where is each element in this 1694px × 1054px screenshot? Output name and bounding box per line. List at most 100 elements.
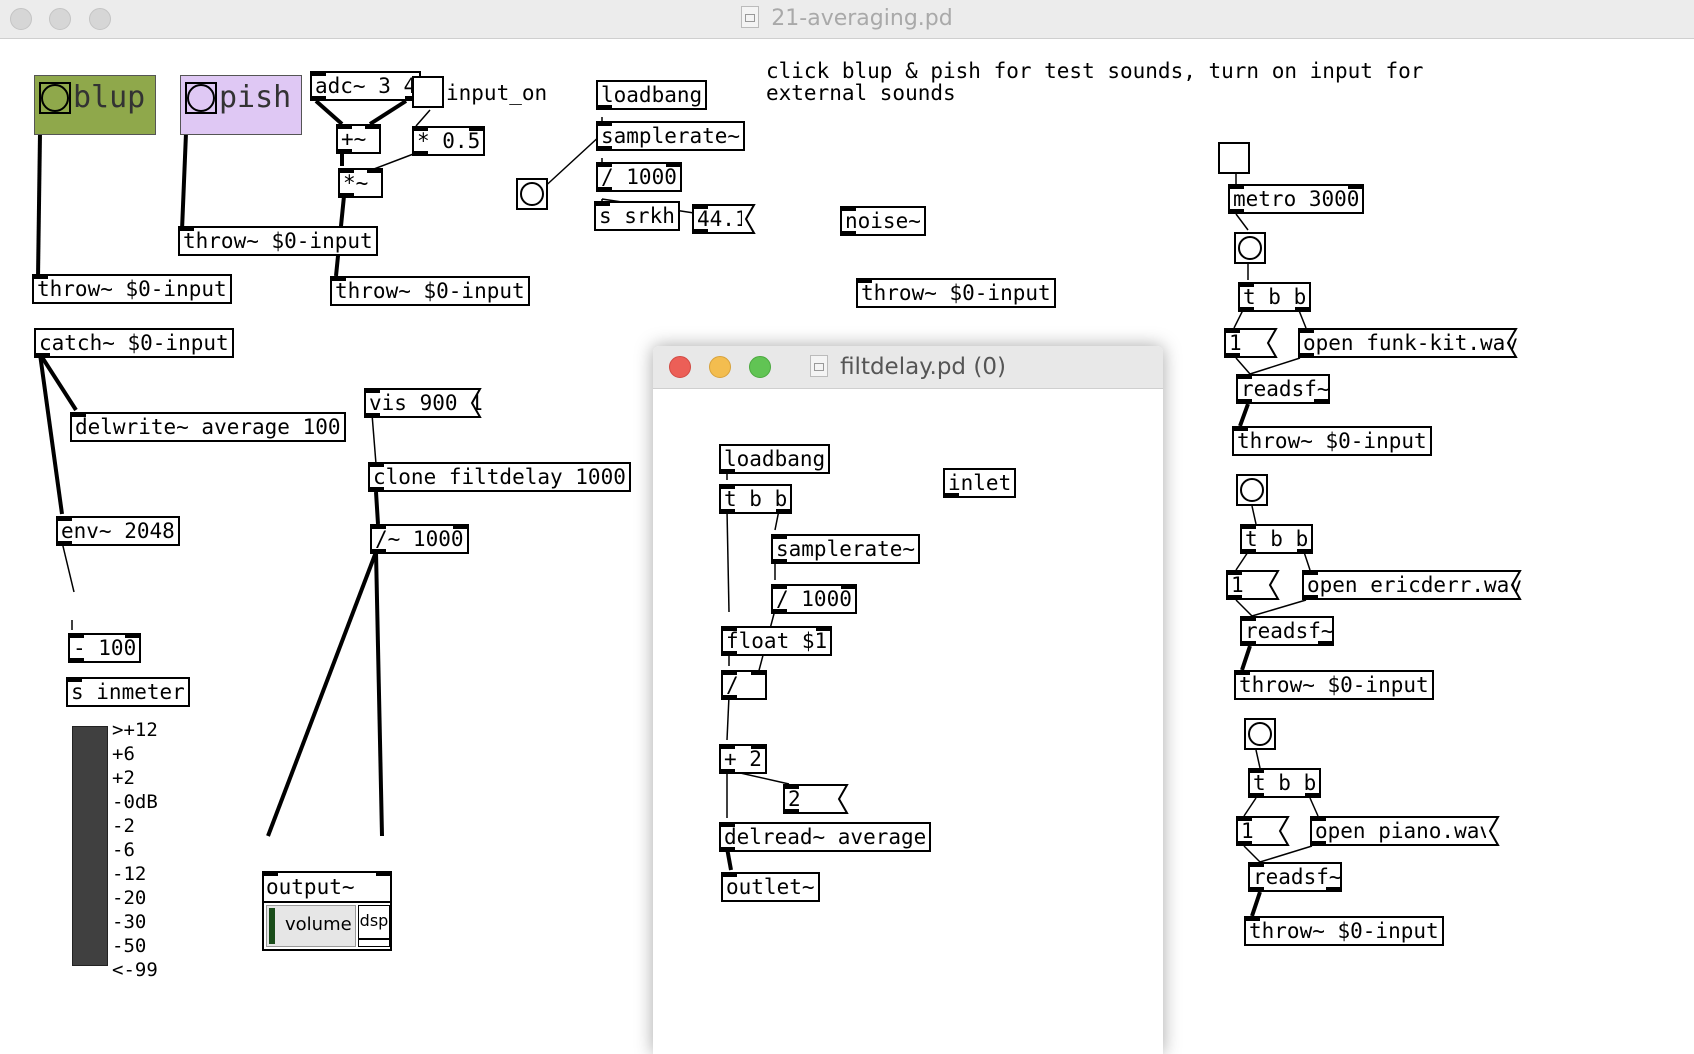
send-inmeter-object[interactable]: s inmeter	[66, 677, 190, 707]
minimize-window-button[interactable]	[49, 8, 71, 30]
output-abstraction[interactable]: output~ volume dsp	[262, 871, 392, 951]
throw-readsf-3-object[interactable]: throw~ $0-input	[1244, 916, 1444, 946]
samplerate-object[interactable]: samplerate~	[596, 121, 746, 151]
metro-toggle[interactable]	[1218, 142, 1250, 174]
noise-object[interactable]: noise~	[840, 206, 926, 236]
clone-object[interactable]: clone filtdelay 1000	[368, 462, 631, 492]
window-title: 21-averaging.pd	[0, 6, 1694, 31]
samplerate-bang[interactable]	[516, 178, 548, 210]
subpatch-title-bar[interactable]: filtdelay.pd (0)	[653, 346, 1163, 389]
loadbang-object[interactable]: loadbang	[596, 80, 708, 110]
send-inmeter-label: s inmeter	[71, 680, 185, 704]
clone-label: clone filtdelay 1000	[373, 465, 626, 489]
throw-pish-object[interactable]: throw~ $0-input	[178, 226, 378, 256]
one-message-2[interactable]: 1	[1226, 570, 1280, 600]
open-ericderr-message[interactable]: open ericderr.wav	[1302, 570, 1522, 600]
pish-label: pish	[219, 80, 292, 115]
sub-samplerate-object[interactable]: samplerate~	[771, 534, 921, 564]
sub-trigger-object[interactable]: t b b	[719, 484, 793, 514]
minus-100-object[interactable]: - 100	[68, 633, 142, 663]
throw-readsf-2-label: throw~ $0-input	[1239, 673, 1429, 697]
throw-blup-object[interactable]: throw~ $0-input	[32, 274, 232, 304]
subpatch-title: filtdelay.pd (0)	[653, 354, 1163, 380]
input-on-toggle[interactable]	[412, 76, 444, 108]
open-piano-message[interactable]: open piano.wav	[1310, 816, 1500, 846]
plus-sig-object[interactable]: +~	[336, 124, 381, 154]
throw-noise-object[interactable]: throw~ $0-input	[856, 278, 1056, 308]
subpatch-close-button[interactable]	[669, 356, 691, 378]
ericderr-bang[interactable]	[1236, 474, 1268, 506]
pish-canvas[interactable]: pish	[180, 75, 302, 135]
sub-div-1000-object[interactable]: / 1000	[771, 584, 857, 614]
readsf-1-object[interactable]: readsf~	[1236, 374, 1330, 404]
times-sig-object[interactable]: *~	[338, 168, 383, 198]
sub-trigger-label: t b b	[724, 487, 788, 511]
adc-label: adc~ 3 4	[315, 74, 417, 98]
open-funk-kit-message[interactable]: open funk-kit.wav	[1298, 328, 1518, 358]
throw-readsf-2-object[interactable]: throw~ $0-input	[1234, 670, 1434, 700]
blup-canvas[interactable]: blup	[34, 75, 156, 135]
trigger-2-label: t b b	[1245, 527, 1309, 551]
sub-float-object[interactable]: float $1	[721, 626, 833, 656]
pish-bang-icon[interactable]	[187, 84, 215, 112]
vu-meter-scale: >+12 +6 +2 -0dB -2 -6 -12 -20 -30 -50 <-…	[112, 719, 158, 981]
throw-readsf-3-label: throw~ $0-input	[1249, 919, 1439, 943]
sub-plus-2-object[interactable]: + 2	[719, 744, 767, 774]
sub-inlet-object[interactable]: inlet	[943, 468, 1017, 498]
blup-bang-icon[interactable]	[41, 84, 69, 112]
title-bar[interactable]: 21-averaging.pd	[0, 0, 1694, 39]
trigger-3-object[interactable]: t b b	[1248, 768, 1322, 798]
one-message-1[interactable]: 1	[1224, 328, 1278, 358]
piano-bang[interactable]	[1244, 718, 1276, 750]
throw-adc-object[interactable]: throw~ $0-input	[330, 276, 530, 306]
sub-outlet-object[interactable]: outlet~	[721, 872, 820, 902]
div-1000-object[interactable]: / 1000	[596, 162, 682, 192]
send-srkh-label: s srkh	[599, 204, 675, 228]
patch-canvas[interactable]: blup pish adc~ 3 4 input_on +~ * 0.5 *~ …	[0, 38, 1694, 1054]
sub-div-object[interactable]: /	[721, 670, 767, 700]
vis-message-label: vis 900 1	[369, 391, 483, 415]
loadbang-label: loadbang	[601, 83, 703, 107]
sub-delread-label: delread~ average	[724, 825, 927, 849]
number-44-1-box[interactable]: 44.1	[692, 204, 756, 234]
subpatch-canvas[interactable]: loadbang inlet t b b samplerate~ / 1000 …	[653, 388, 1163, 1054]
sub-div-1000-label: / 1000	[776, 587, 852, 611]
blup-bang-box[interactable]	[39, 82, 71, 114]
readsf-3-object[interactable]: readsf~	[1248, 862, 1342, 892]
zoom-window-button[interactable]	[89, 8, 111, 30]
delwrite-label: delwrite~ average 100	[75, 415, 341, 439]
adc-object[interactable]: adc~ 3 4	[310, 71, 422, 101]
pish-bang-box[interactable]	[185, 82, 217, 114]
trigger-2-object[interactable]: t b b	[1240, 524, 1314, 554]
delwrite-object[interactable]: delwrite~ average 100	[70, 412, 346, 442]
subpatch-zoom-button[interactable]	[749, 356, 771, 378]
catch-object[interactable]: catch~ $0-input	[34, 328, 234, 358]
sub-delread-object[interactable]: delread~ average	[719, 822, 932, 852]
dsp-toggle[interactable]: dsp	[358, 905, 390, 939]
close-window-button[interactable]	[10, 8, 32, 30]
readsf-2-object[interactable]: readsf~	[1240, 616, 1334, 646]
one-message-2-label: 1	[1231, 573, 1244, 597]
one-message-3[interactable]: 1	[1236, 816, 1290, 846]
sub-loadbang-object[interactable]: loadbang	[719, 444, 831, 474]
sub-number-2-box[interactable]: 2	[783, 784, 849, 814]
throw-readsf-1-label: throw~ $0-input	[1237, 429, 1427, 453]
sig-div-1000-object[interactable]: /~ 1000	[370, 524, 469, 554]
output-label: output~	[266, 875, 355, 899]
throw-readsf-1-object[interactable]: throw~ $0-input	[1232, 426, 1432, 456]
subpatch-minimize-button[interactable]	[709, 356, 731, 378]
env-object[interactable]: env~ 2048	[56, 516, 180, 546]
plus-sig-label: +~	[341, 127, 367, 151]
funk-kit-bang[interactable]	[1234, 232, 1266, 264]
metro-object[interactable]: metro 3000	[1228, 184, 1365, 214]
input-on-label: input_on	[446, 81, 548, 105]
send-srkh-object[interactable]: s srkh	[594, 201, 680, 231]
trigger-1-object[interactable]: t b b	[1238, 282, 1312, 312]
volume-slider[interactable]: volume	[266, 905, 356, 947]
vu-meter	[72, 726, 108, 966]
vis-message[interactable]: vis 900 1	[364, 388, 483, 418]
mul-half-object[interactable]: * 0.5	[412, 126, 486, 156]
sub-samplerate-label: samplerate~	[776, 537, 916, 561]
samplerate-label: samplerate~	[601, 124, 741, 148]
